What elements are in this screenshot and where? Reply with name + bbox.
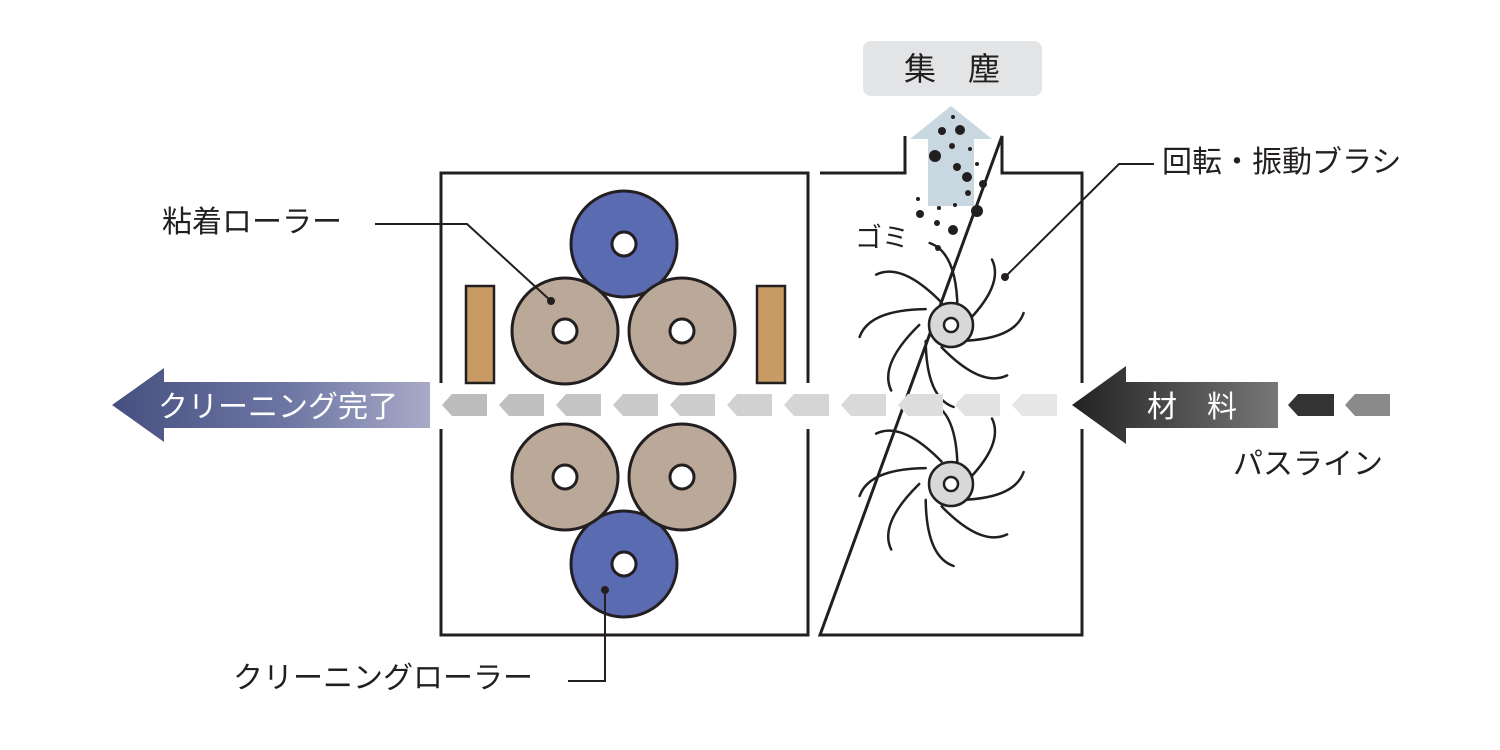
wall-gap-left: [436, 383, 448, 429]
dust-particle: [953, 163, 961, 171]
cleaning-roller-leader-dot: [601, 586, 609, 594]
dust-particle: [916, 210, 924, 218]
rotating-brush-leader-dot: [1001, 273, 1009, 281]
brush-blade: [924, 498, 955, 568]
pass-chevron: [670, 394, 715, 416]
pass-chevron: [784, 394, 829, 416]
brush-upper-blades: [858, 241, 1025, 409]
dust-particle: [938, 127, 946, 135]
rotating-brush-label: 回転・振動ブラシ: [1162, 145, 1401, 180]
side-pad-left: [464, 284, 496, 385]
pass-chevron: [841, 394, 886, 416]
pass-line-chevrons: [442, 394, 1057, 416]
pass-chevron: [955, 394, 1000, 416]
pass-chevron: [1012, 394, 1057, 416]
cleaning-done-label: クリーニング完了: [158, 390, 398, 425]
dust-collection-label: 集 塵: [904, 50, 1000, 88]
dust-collection-box: [863, 41, 1042, 96]
dust-particle: [962, 172, 972, 182]
dust-particle: [948, 225, 958, 235]
brush-lower-axle: [942, 475, 960, 493]
brush-blade: [874, 429, 943, 463]
incoming-chevron: [1345, 394, 1390, 416]
material-label: 材 料: [1147, 390, 1237, 425]
pass-chevron: [898, 394, 943, 416]
dust-particle: [929, 150, 941, 162]
brush-blade: [940, 346, 1009, 380]
brush-blade: [940, 505, 1009, 539]
brush-blade: [858, 307, 927, 339]
dust-label: ゴミ: [855, 223, 909, 254]
dust-particle: [951, 115, 955, 119]
brush-blade: [874, 270, 943, 304]
adhesive-roller-upper-left-core: [551, 317, 579, 345]
pass-line-label: パスライン: [1233, 447, 1383, 482]
brush-chamber: [817, 135, 1084, 637]
pass-chevron: [499, 394, 544, 416]
dust-particle: [934, 220, 940, 226]
incoming-chevron: [1288, 394, 1334, 416]
dust-particle: [955, 125, 965, 135]
exhaust-arrow: [910, 106, 992, 206]
adhesive-roller-lower-right-core: [668, 463, 696, 491]
cleaning-roller-top-core: [610, 230, 638, 258]
adhesive-roller-label: 粘着ローラー: [162, 205, 342, 240]
adhesive-roller-leader: [375, 223, 552, 302]
cleaning-roller-leader: [568, 590, 606, 682]
dust-particle: [953, 203, 957, 207]
dust-particle: [916, 197, 920, 201]
cleaning-roller-bottom-core: [610, 550, 638, 578]
adhesive-roller-leader-dot: [547, 297, 555, 305]
material-arrow: [1072, 366, 1278, 444]
dust-particle: [975, 162, 979, 166]
dust-particles: [916, 115, 987, 251]
brush-blade: [928, 241, 959, 311]
brush-upper: [858, 241, 1025, 409]
dust-particle: [965, 190, 971, 196]
brush-blade: [924, 339, 955, 409]
adhesive-roller-upper-right-core: [668, 317, 696, 345]
brush-upper-axle: [942, 316, 960, 334]
brush-blade: [858, 466, 927, 498]
pass-chevron: [613, 394, 658, 416]
pass-chevron: [442, 394, 487, 416]
cleaning-done-arrow: [112, 368, 430, 442]
dust-particle: [949, 143, 955, 149]
brush-blade: [886, 323, 921, 392]
dust-particle: [937, 206, 941, 210]
brush-blade: [886, 482, 921, 551]
adhesive-roller-lower-left-core: [551, 463, 579, 491]
pass-chevron: [727, 394, 772, 416]
cleaning-roller-label: クリーニングローラー: [233, 661, 533, 696]
pass-chevron: [556, 394, 601, 416]
rotating-brush-leader: [1004, 163, 1154, 278]
dust-particle: [979, 180, 987, 188]
dust-particle: [971, 205, 983, 217]
dust-particle: [968, 147, 972, 151]
side-pad-right: [755, 284, 787, 385]
